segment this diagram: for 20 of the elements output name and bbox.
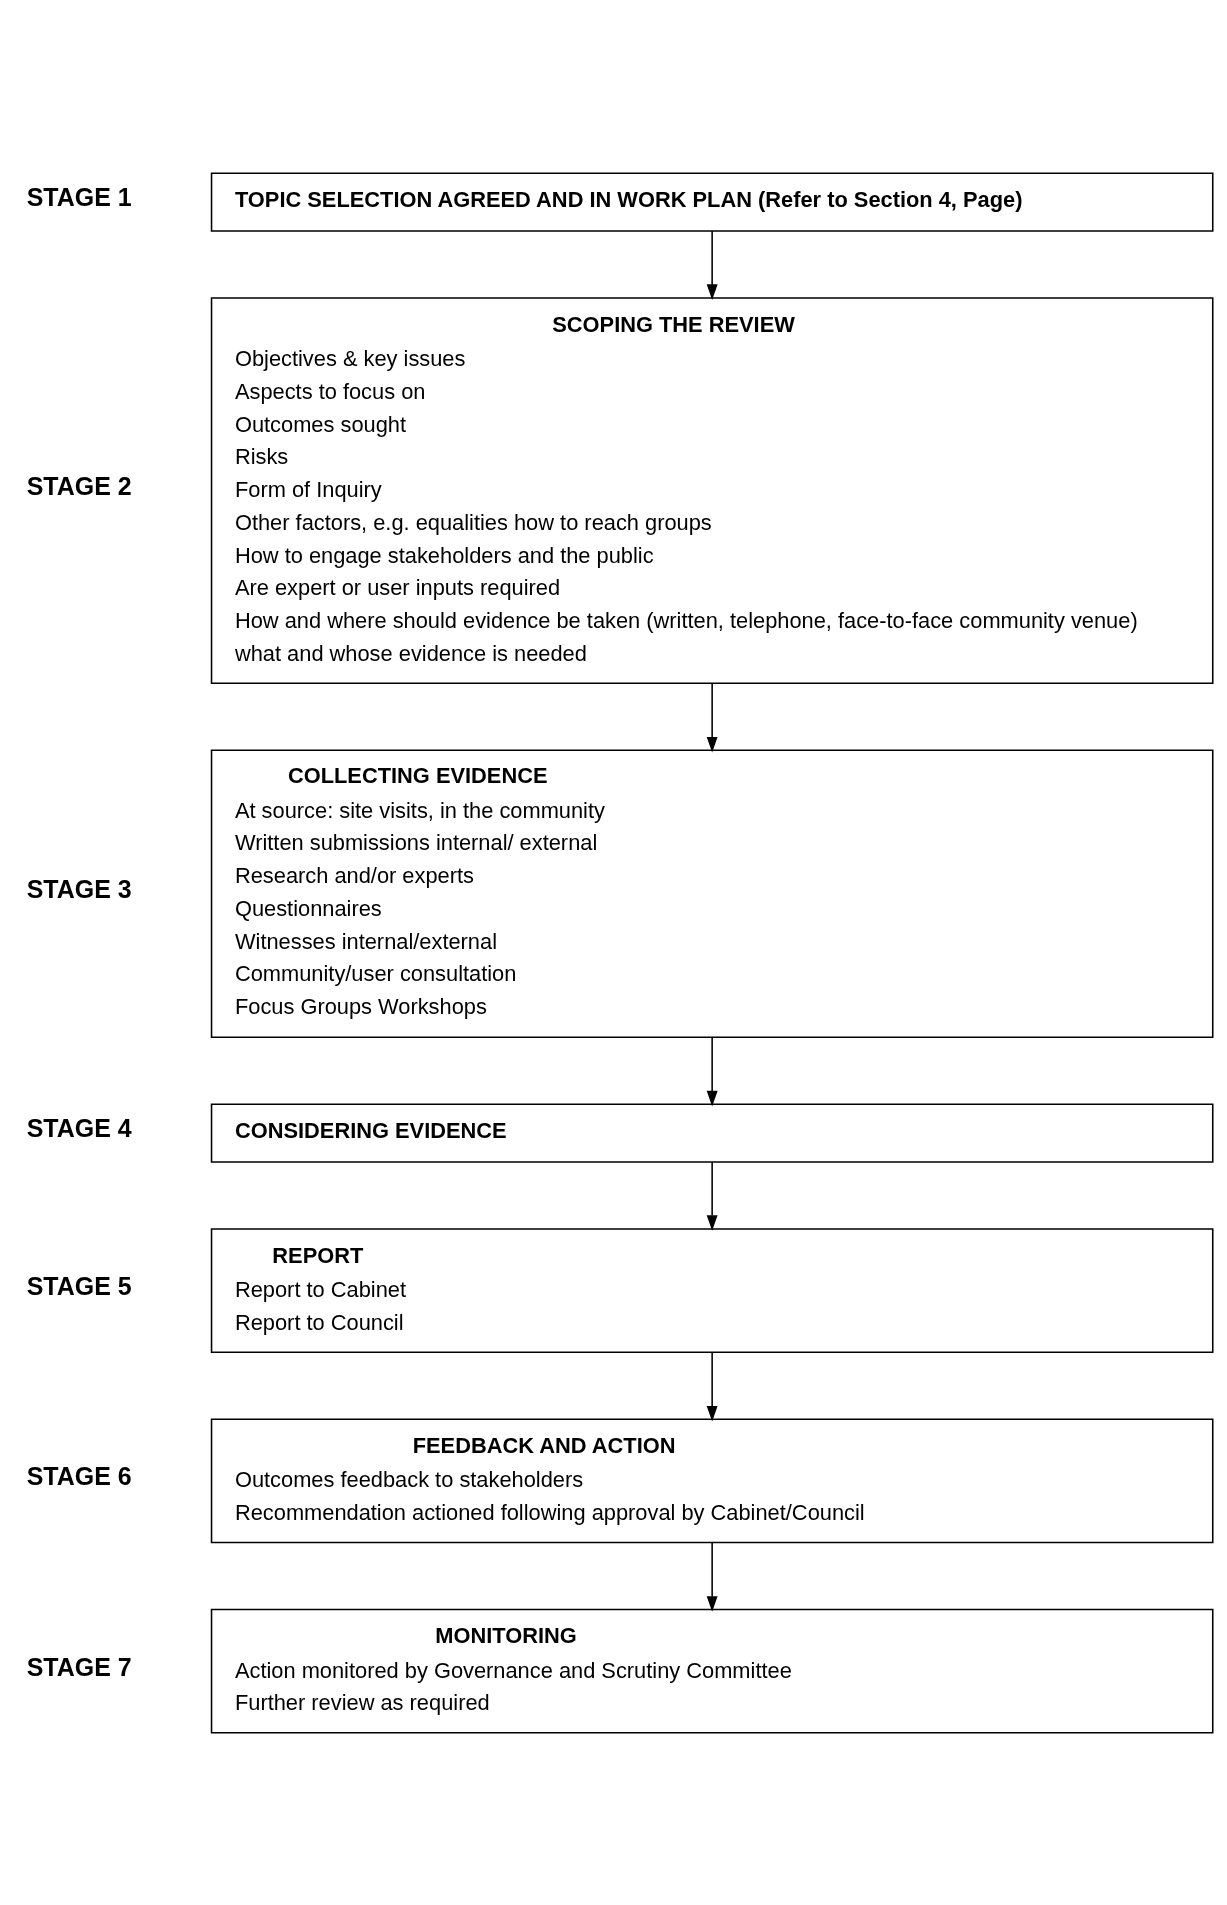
arrow xyxy=(706,682,718,753)
arrow xyxy=(706,1541,718,1612)
node-box: FEEDBACK AND ACTION Outcomes feedback to stakeholders Recommendation actioned following approval by Cabinet/Council xyxy=(210,1418,1214,1543)
node-box: COLLECTING EVIDENCE At source: site visits, in the community Written submissions internal/ external Research and/or experts Questionnaires Witnesses internal/external Community/user consultation Focus Groups Workshops xyxy=(210,749,1214,1038)
node-box: SCOPING THE REVIEW Objectives & key issues Aspects to focus on Outcomes sought Risks Form of Inquiry Other factors, e.g. equalities how to reach groups How to engage stakeholders and the public Are expert or user inputs required How and where should evidence be taken (written, telephone, face-to-face community venue) what and whose evidence is needed xyxy=(210,296,1214,684)
node-label: STAGE 2 xyxy=(26,471,132,500)
node-label: STAGE 3 xyxy=(26,874,132,903)
arrow xyxy=(706,1036,718,1106)
node-box: MONITORING Action monitored by Governance and Scrutiny Committee Further review as required xyxy=(210,1608,1214,1734)
node-label: STAGE 4 xyxy=(26,1113,132,1142)
node-label: STAGE 6 xyxy=(26,1461,132,1490)
arrow xyxy=(706,229,718,300)
arrow xyxy=(706,1161,718,1231)
node-box: CONSIDERING EVIDENCE xyxy=(210,1103,1214,1163)
node-label: STAGE 1 xyxy=(26,182,132,211)
node-box: REPORT Report to Cabinet Report to Council xyxy=(210,1227,1214,1353)
node-label: STAGE 7 xyxy=(26,1652,132,1681)
node-label: STAGE 5 xyxy=(26,1271,132,1300)
node-box: TOPIC SELECTION AGREED AND IN WORK PLAN (Refer to Section 4, Page) xyxy=(210,171,1214,232)
arrow xyxy=(706,1351,718,1422)
